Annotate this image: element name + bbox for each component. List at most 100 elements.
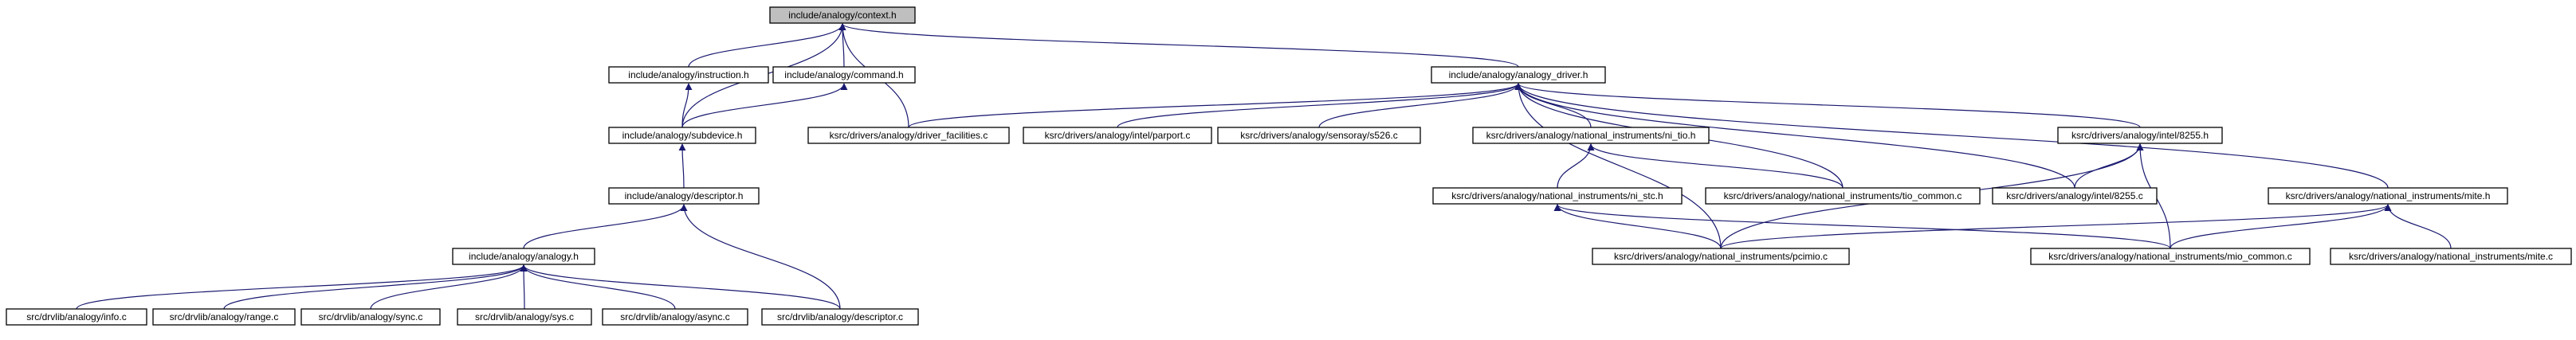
node-box [761, 308, 919, 326]
dependency-edge [681, 83, 848, 128]
node-label: ksrc/drivers/analogy/sensoray/s526.c [1240, 130, 1397, 141]
dependency-edge [1318, 83, 1522, 128]
edge-mite-h-to-analogy-driver-h [1514, 83, 2389, 189]
node-sys-c[interactable]: src/drvlib/analogy/sys.c [457, 308, 592, 326]
node-mio-common-c[interactable]: ksrc/drivers/analogy/national_instrument… [2030, 248, 2311, 265]
dependency-edge [838, 23, 1519, 68]
dependency-edge [1553, 204, 2171, 249]
node-box [1431, 66, 1606, 84]
dependency-edge [520, 264, 676, 310]
node-parport-c[interactable]: ksrc/drivers/analogy/intel/parport.c [1023, 127, 1212, 144]
dependency-edge [1514, 83, 2075, 189]
node-box [608, 66, 769, 84]
node-label: include/analogy/analogy_driver.h [1449, 69, 1588, 80]
node-descriptor-c[interactable]: src/drvlib/analogy/descriptor.c [761, 308, 919, 326]
graph-nodes: include/analogy/context.h include/analogy… [6, 6, 2572, 326]
node-tio-common-c[interactable]: ksrc/drivers/analogy/national_instrument… [1705, 187, 1981, 205]
dependency-edge [1720, 204, 2392, 249]
edge-tio-common-c-to-ni-tio-h [1587, 143, 1844, 189]
node-label: include/analogy/command.h [784, 69, 903, 80]
node-box [807, 127, 1010, 144]
node-label: include/analogy/instruction.h [628, 69, 748, 80]
edge-i8255-c-to-analogy-driver-h [1514, 83, 2075, 189]
edge-mio-common-c-to-ni-stc-h [1553, 204, 2171, 249]
dependency-edge [2384, 204, 2452, 249]
node-command-h[interactable]: include/analogy/command.h [772, 66, 916, 84]
node-box [300, 308, 441, 326]
node-instruction-h[interactable]: include/analogy/instruction.h [608, 66, 769, 84]
dependency-edge [1557, 143, 1595, 189]
node-label: src/drvlib/analogy/sys.c [475, 311, 574, 322]
node-box [152, 308, 296, 326]
node-box [2268, 187, 2508, 205]
node-box [2330, 248, 2572, 265]
edge-descriptor-c-to-descriptor-h [680, 204, 841, 310]
node-i8255-c[interactable]: ksrc/drivers/analogy/intel/8255.c [1992, 187, 2158, 205]
dependency-edge [1514, 83, 2389, 189]
edge-range-c-to-analogy-h [223, 264, 528, 310]
node-box [1023, 127, 1212, 144]
node-label: src/drvlib/analogy/async.c [620, 311, 729, 322]
edge-pcimio-c-to-ni-stc-h [1553, 204, 1722, 249]
node-label: src/drvlib/analogy/range.c [170, 311, 279, 322]
edge-mio-common-c-to-mite-h [2170, 204, 2392, 249]
edge-driver-facilities-c-to-analogy-driver-h [908, 83, 1522, 128]
dependency-edge [1514, 83, 2141, 128]
node-box [608, 187, 760, 205]
node-info-c[interactable]: src/drvlib/analogy/info.c [6, 308, 147, 326]
node-label: ksrc/drivers/analogy/intel/8255.c [2006, 190, 2142, 201]
edge-async-c-to-analogy-h [520, 264, 676, 310]
edge-info-c-to-analogy-h [76, 264, 528, 310]
node-async-c[interactable]: src/drvlib/analogy/async.c [602, 308, 748, 326]
node-label: ksrc/drivers/analogy/national_instrument… [2286, 190, 2491, 201]
node-box [1472, 127, 1710, 144]
node-label: src/drvlib/analogy/sync.c [319, 311, 423, 322]
node-box [452, 248, 595, 265]
dependency-edge [76, 264, 528, 310]
node-pcimio-c[interactable]: ksrc/drivers/analogy/national_instrument… [1592, 248, 1850, 265]
edge-s526-c-to-analogy-driver-h [1318, 83, 1522, 128]
edge-descriptor-h-to-subdevice-h [678, 143, 686, 189]
dependency-edge [1514, 83, 1722, 249]
node-label: include/analogy/subdevice.h [622, 130, 743, 141]
node-mite-h[interactable]: ksrc/drivers/analogy/national_instrument… [2268, 187, 2508, 205]
node-subdevice-h[interactable]: include/analogy/subdevice.h [608, 127, 756, 144]
node-context-h[interactable]: include/analogy/context.h [769, 6, 916, 24]
node-i8255-h[interactable]: ksrc/drivers/analogy/intel/8255.h [2057, 127, 2223, 144]
edge-parport-c-to-analogy-driver-h [1117, 83, 1522, 128]
dependency-edge [370, 264, 528, 310]
node-box [1432, 187, 1683, 205]
dependency-edge [2170, 204, 2392, 249]
node-descriptor-h[interactable]: include/analogy/descriptor.h [608, 187, 760, 205]
node-s526-c[interactable]: ksrc/drivers/analogy/sensoray/s526.c [1217, 127, 1421, 144]
node-range-c[interactable]: src/drvlib/analogy/range.c [152, 308, 296, 326]
edge-analogy-h-to-descriptor-h [523, 204, 688, 249]
dependency-edge [678, 143, 686, 189]
dependency-edge [908, 83, 1522, 128]
edge-descriptor-c-to-analogy-h [520, 264, 841, 310]
edge-i8255-h-to-analogy-driver-h [1514, 83, 2141, 128]
node-ni-stc-h[interactable]: ksrc/drivers/analogy/national_instrument… [1432, 187, 1683, 205]
edge-subdevice-h-to-command-h [681, 83, 848, 128]
node-mite-c[interactable]: ksrc/drivers/analogy/national_instrument… [2330, 248, 2572, 265]
dependency-edge [223, 264, 528, 310]
dependency-edges [76, 23, 2452, 310]
node-label: src/drvlib/analogy/descriptor.c [777, 311, 903, 322]
node-sync-c[interactable]: src/drvlib/analogy/sync.c [300, 308, 441, 326]
node-box [772, 66, 916, 84]
node-box [457, 308, 592, 326]
node-box [608, 127, 756, 144]
node-box [1992, 187, 2158, 205]
edge-mite-c-to-mite-h [2384, 204, 2452, 249]
node-box [1217, 127, 1421, 144]
node-box [1592, 248, 1850, 265]
dependency-edge [1117, 83, 1522, 128]
node-driver-facilities-c[interactable]: ksrc/drivers/analogy/driver_facilities.c [807, 127, 1010, 144]
node-label: ksrc/drivers/analogy/national_instrument… [1486, 130, 1696, 141]
node-ni-tio-h[interactable]: ksrc/drivers/analogy/national_instrument… [1472, 127, 1710, 144]
node-analogy-driver-h[interactable]: include/analogy/analogy_driver.h [1431, 66, 1606, 84]
dependency-edge [681, 83, 693, 128]
node-analogy-h[interactable]: include/analogy/analogy.h [452, 248, 595, 265]
node-box [602, 308, 748, 326]
